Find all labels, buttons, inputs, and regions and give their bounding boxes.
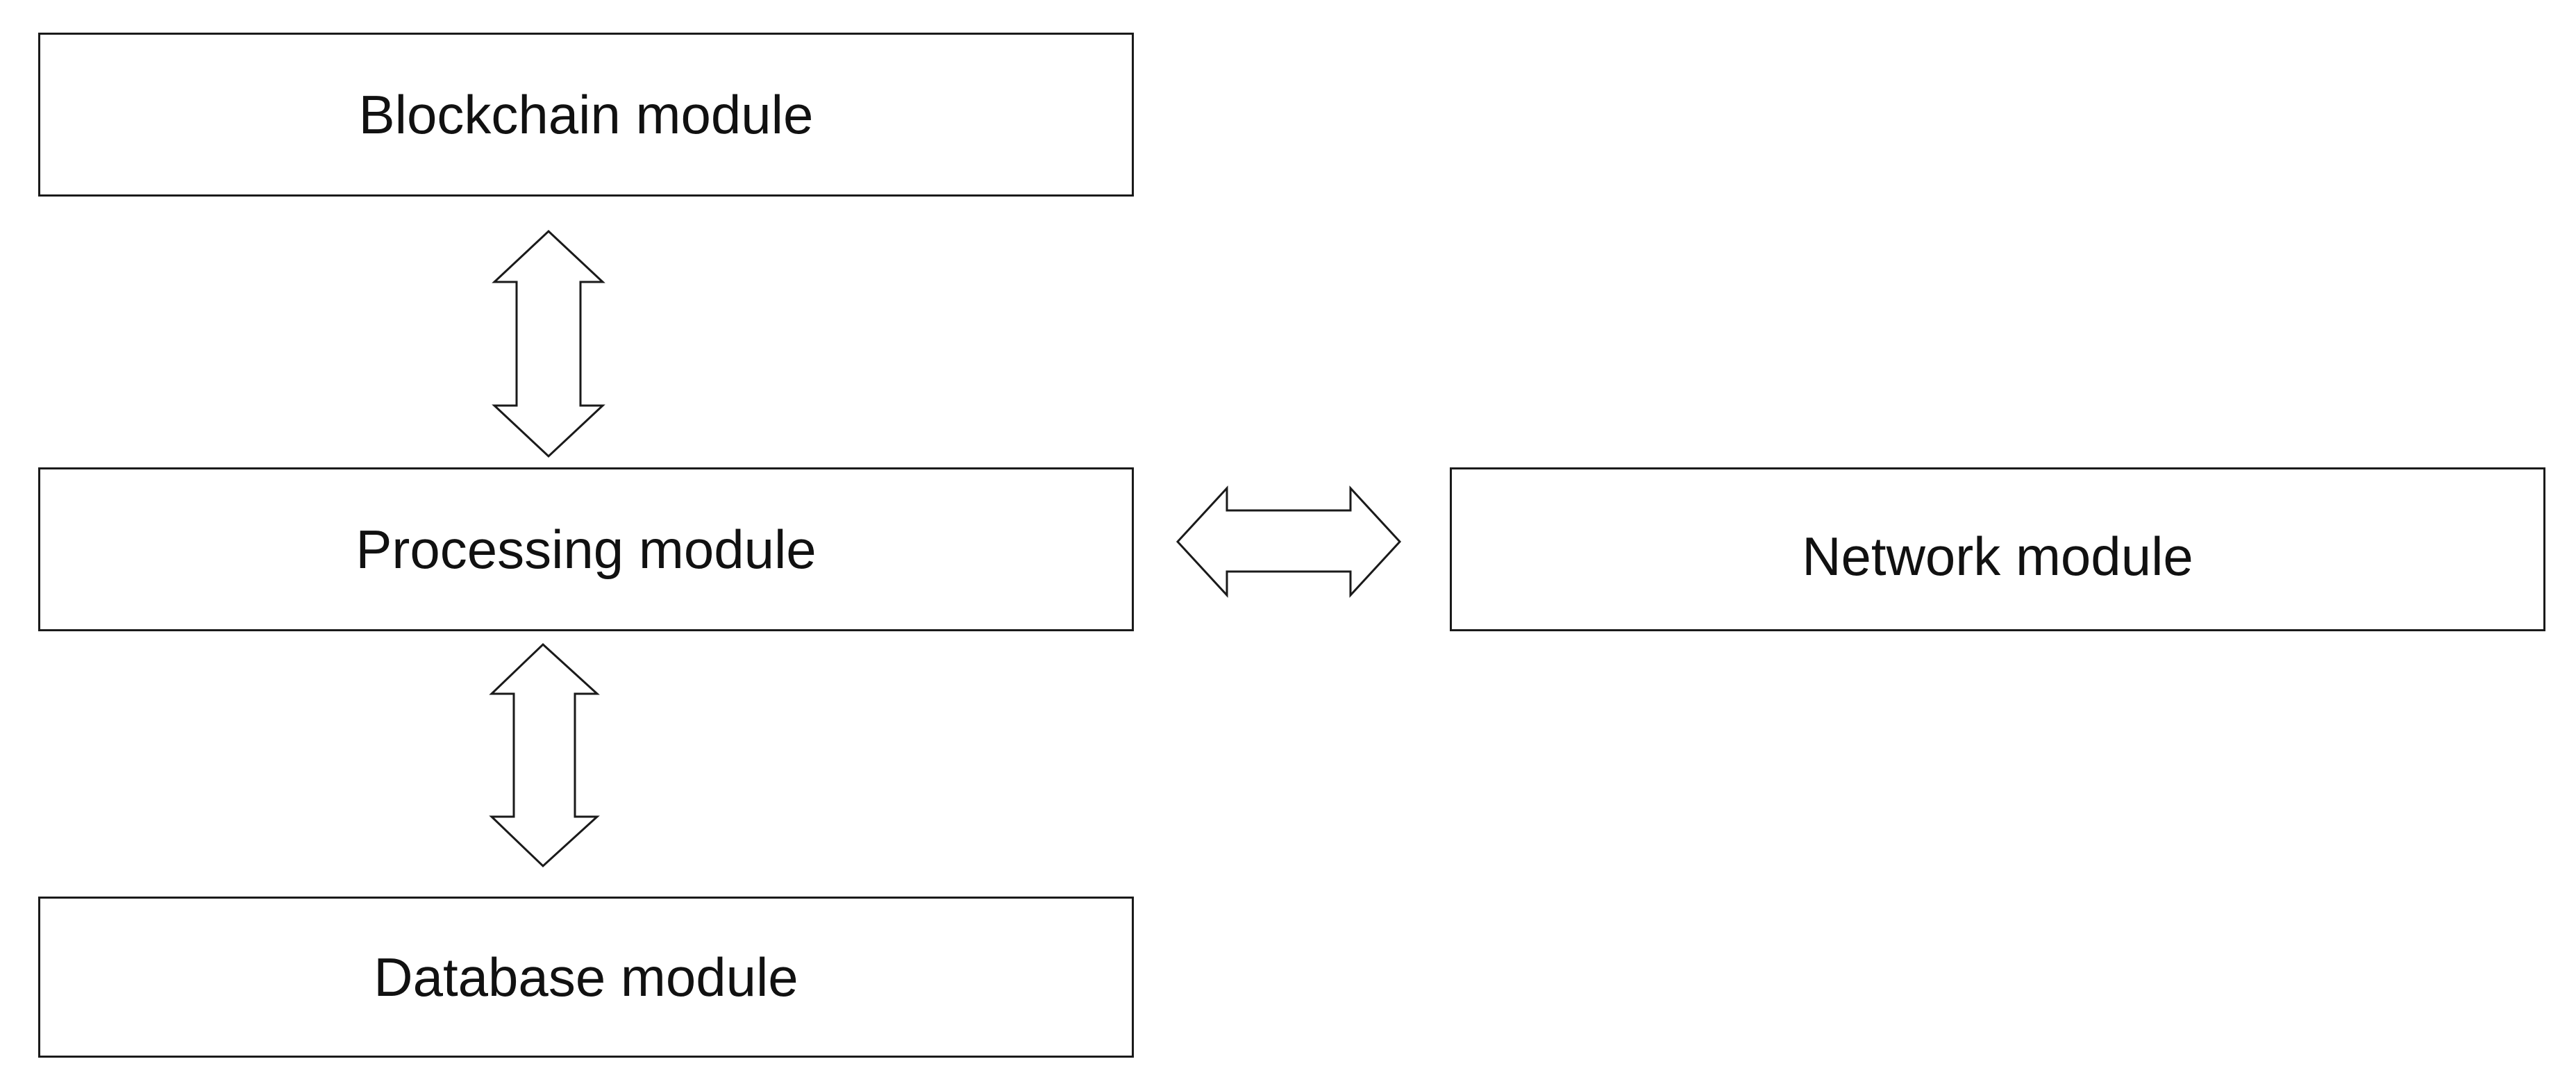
network-module-label: Network module [1802, 525, 2193, 587]
blockchain-module-label: Blockchain module [358, 83, 814, 145]
blockchain-processing-double-arrow-icon [492, 229, 605, 458]
blockchain-module-box: Blockchain module [38, 33, 1134, 197]
processing-network-double-arrow-icon [1176, 485, 1402, 598]
processing-module-label: Processing module [356, 518, 817, 580]
database-module-label: Database module [374, 946, 798, 1008]
processing-module-box: Processing module [38, 467, 1134, 631]
processing-database-double-arrow-icon [489, 642, 600, 868]
network-module-box: Network module [1450, 467, 2545, 631]
database-module-box: Database module [38, 897, 1134, 1058]
